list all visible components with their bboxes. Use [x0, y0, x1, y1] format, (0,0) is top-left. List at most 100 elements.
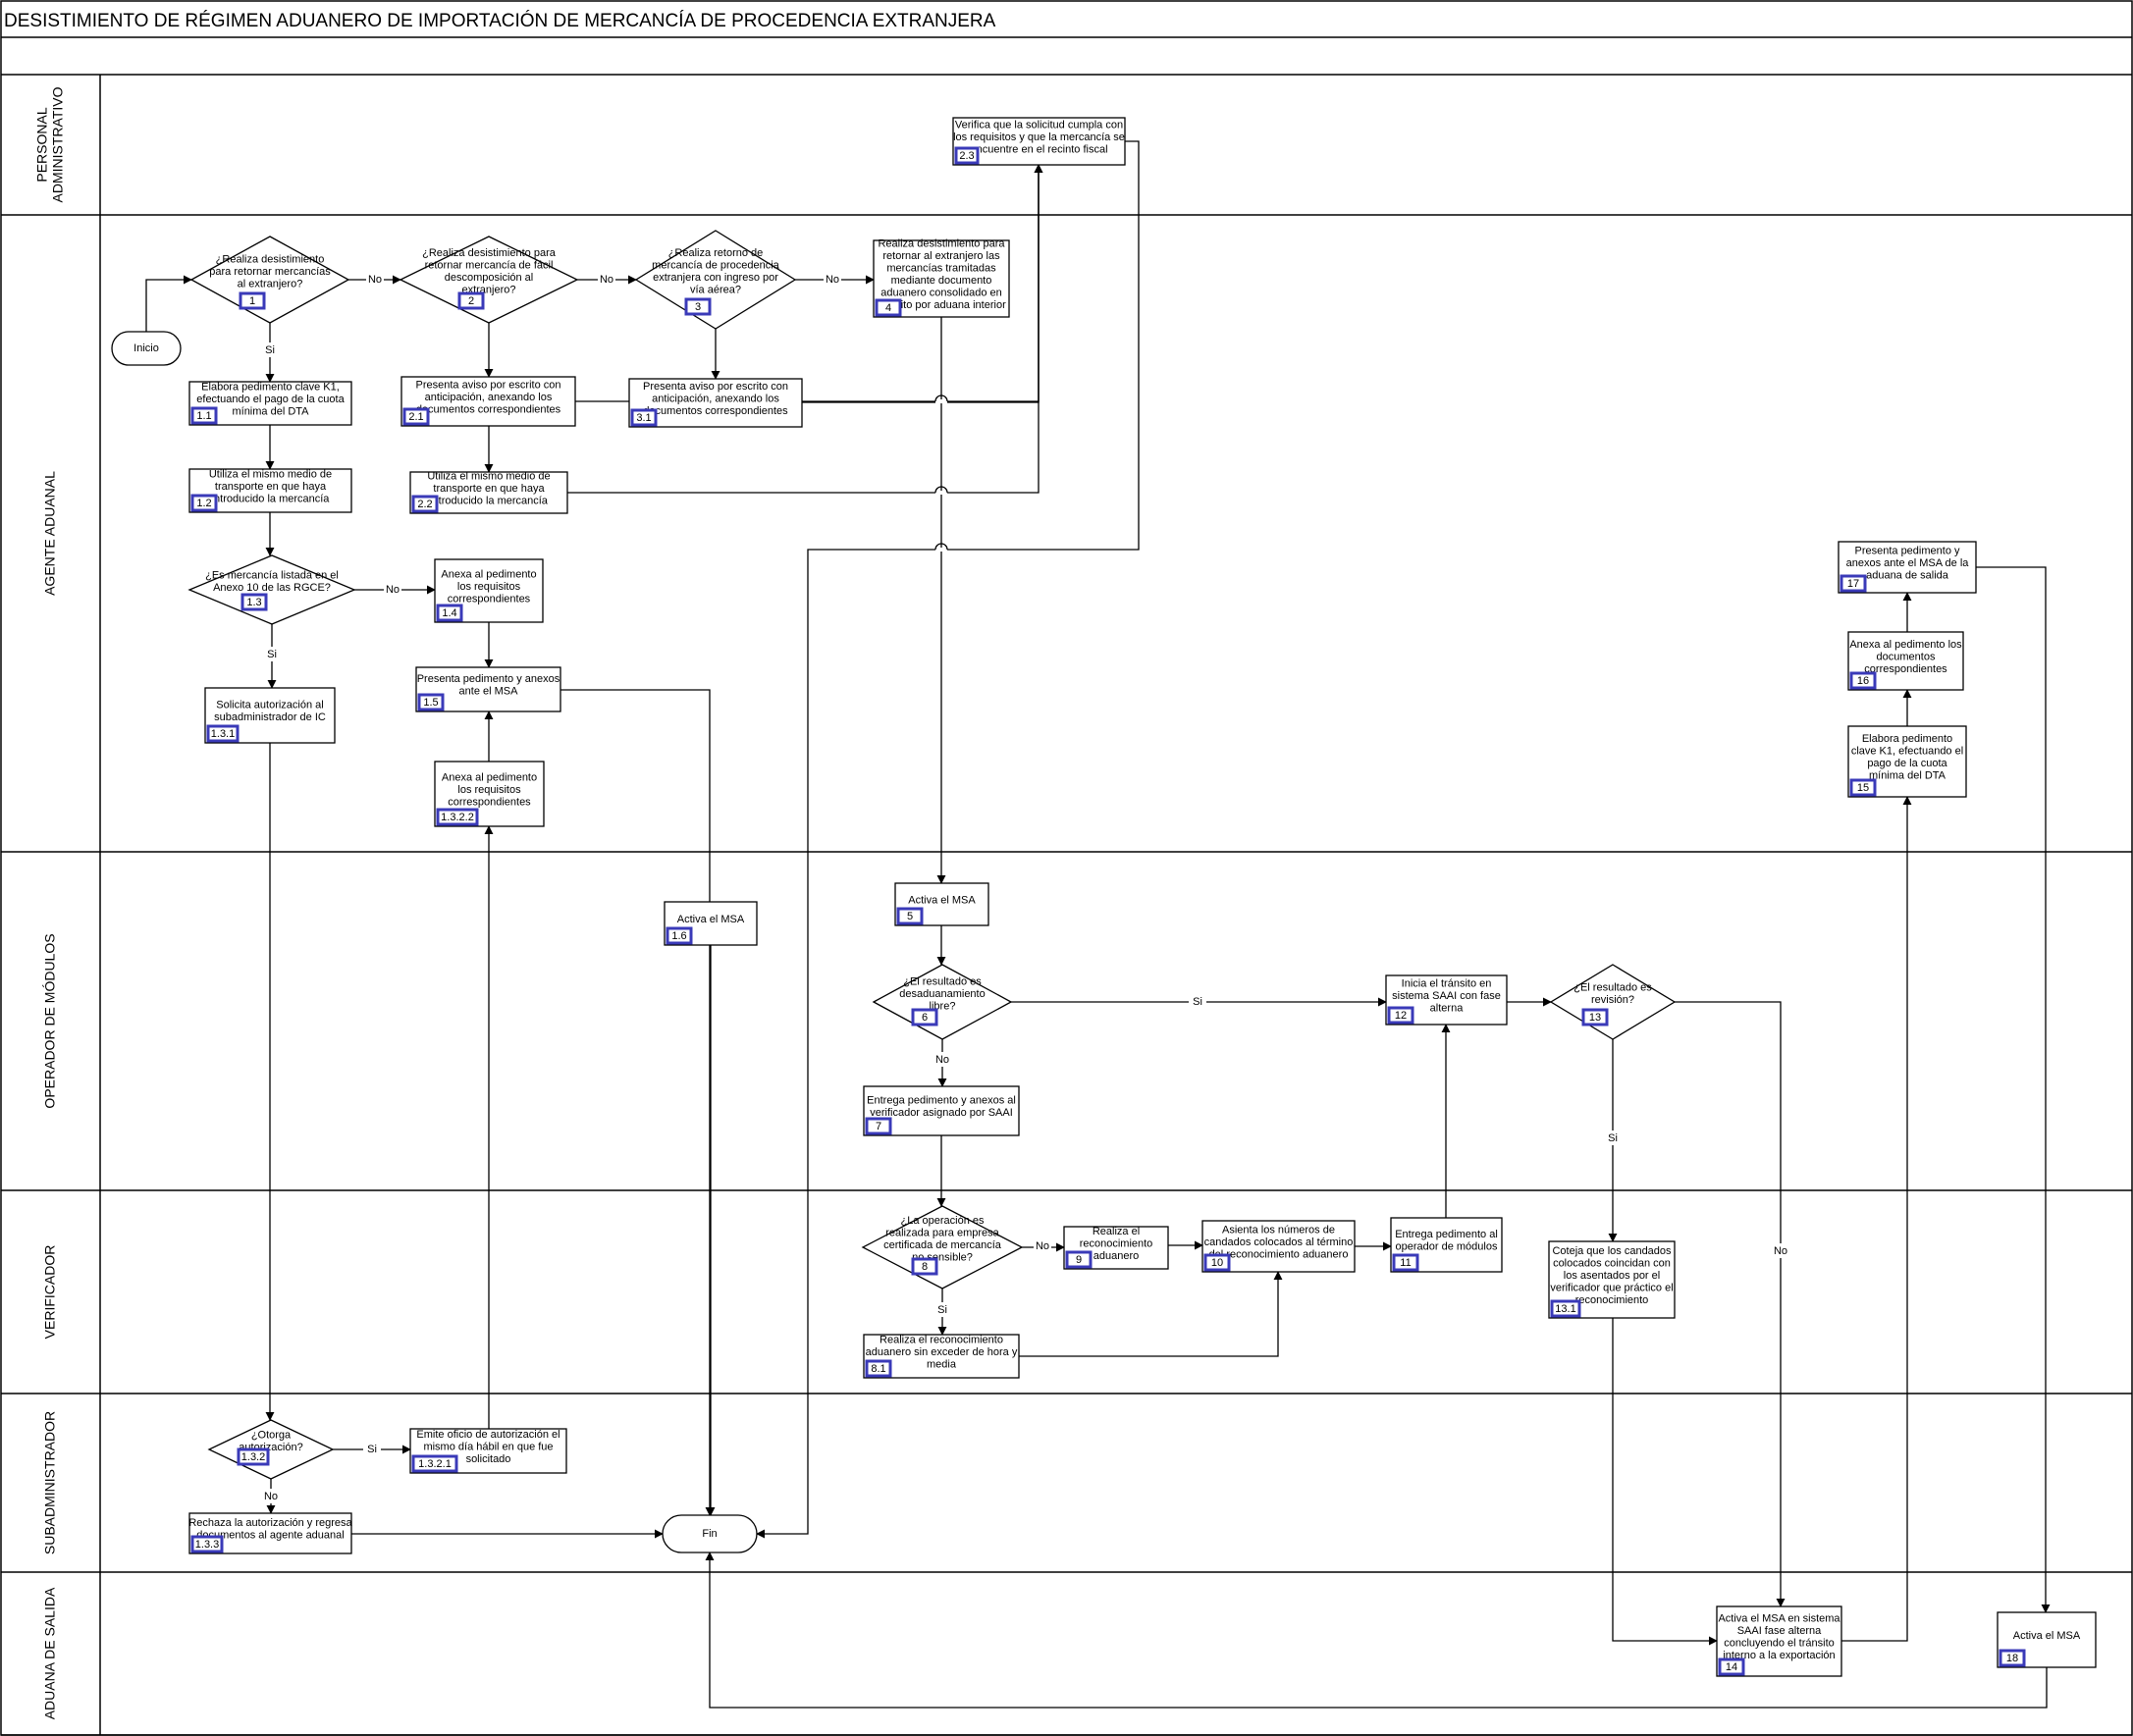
node-p5: Activa el MSA 5 [894, 882, 989, 926]
edge-label-d6-no: No [935, 1054, 949, 1066]
step-number-badge: 3 [684, 297, 712, 316]
node-p23: Verifica que la solicitud cumpla conlos … [952, 117, 1126, 166]
node-text: media [927, 1358, 957, 1370]
node-text: alterna [1430, 1002, 1465, 1014]
step-number-badge: 13 [1581, 1008, 1609, 1026]
connector-arrow [145, 275, 192, 332]
node-text: extranjera con ingreso por [653, 272, 778, 284]
step-number-badge: 1.5 [417, 693, 445, 711]
node-text: del reconocimiento aduanero [1209, 1248, 1349, 1260]
node-text: operador de módulos [1396, 1241, 1498, 1253]
node-text: Asienta los números de [1222, 1224, 1335, 1236]
lane-label: OPERADOR DE MÓDULOS [42, 933, 58, 1108]
node-text: introducido la mercancía [212, 493, 331, 504]
line-hop [934, 486, 948, 494]
node-text: colocados coincidan con [1553, 1257, 1671, 1269]
lane-label: SUBADMINISTRADOR [42, 1411, 58, 1554]
step-number: 1.3.3 [195, 1539, 219, 1551]
step-number-badge: 12 [1387, 1006, 1414, 1025]
node-text: SAAI fase alterna [1737, 1625, 1822, 1637]
lane-as: ADUANA DE SALIDA [42, 1587, 58, 1719]
node-text: Presenta aviso por escrito con [643, 381, 788, 393]
node-text: los asentados por el [1564, 1270, 1660, 1282]
connector-arrow [756, 140, 1140, 1539]
node-text: Inicia el tránsito en [1402, 977, 1492, 989]
step-number-badge: 3.1 [630, 408, 658, 427]
step-number: 15 [1857, 782, 1869, 794]
node-p16: Anexa al pedimento losdocumentoscorrespo… [1847, 631, 1964, 691]
step-number-badge: 1.3.2 [237, 1447, 270, 1466]
node-text: Activa el MSA [908, 894, 976, 906]
node-text: tránsito por aduana interior [877, 299, 1006, 311]
node-text: correspondientes [448, 593, 531, 605]
step-number: 1.3.1 [211, 728, 235, 740]
node-text: ¿La operación es [901, 1215, 985, 1227]
node-text: los requisitos [457, 581, 521, 593]
node-text: ante el MSA [459, 686, 519, 698]
node-text: ¿El resultado es [903, 975, 982, 987]
step-number: 1 [249, 295, 255, 307]
node-text: interno a la exportación [1723, 1650, 1835, 1661]
line-hop [934, 543, 948, 551]
node-text: ¿Realiza desistimiento [216, 253, 325, 265]
node-text: Anexo 10 de las RGCE? [213, 582, 331, 594]
connector-arrow [560, 689, 715, 1516]
node-text: Verifica que la solicitud cumpla con [955, 119, 1123, 131]
step-number: 1.4 [442, 607, 456, 619]
node-p31: Presenta aviso por escrito conanticipaci… [628, 378, 803, 428]
node-text: reconocimiento [1575, 1294, 1649, 1306]
node-p7: Entrega pedimento y anexos alverificador… [863, 1085, 1020, 1136]
step-number: 3.1 [636, 412, 651, 424]
node-text: aduanero consolidado en [880, 288, 1002, 299]
edge-label-d132-no: No [264, 1491, 278, 1502]
node-text: Elabora pedimento clave K1, [201, 381, 340, 393]
node-text: Emite oficio de autorización el [416, 1429, 560, 1441]
node-text: transporte en que haya [433, 483, 545, 495]
step-number: 2.1 [408, 411, 423, 423]
node-p131: Solicita autorización alsubadministrador… [204, 687, 336, 744]
step-number: 6 [922, 1012, 928, 1024]
step-number: 1.3.2.1 [418, 1458, 452, 1470]
edge-label-d132-si: Si [367, 1444, 377, 1455]
step-number: 13 [1589, 1012, 1601, 1024]
node-text: los requisitos y que la mercancía se [953, 132, 1125, 143]
node-text: mercancías tramitadas [886, 263, 996, 275]
step-number-badge: 8 [911, 1257, 938, 1276]
node-text: Entrega pedimento al [1395, 1229, 1498, 1240]
node-text: Realiza el [1093, 1226, 1140, 1237]
node-text: retornar al extranjero las [882, 250, 1000, 262]
node-text: solicitado [466, 1453, 511, 1465]
step-number: 14 [1726, 1661, 1737, 1673]
node-text: clave K1, efectuando el [1851, 746, 1963, 758]
node-text: descomposición al [445, 272, 534, 284]
node-text: anexos ante el MSA de la [1846, 557, 1970, 569]
step-number: 5 [907, 911, 913, 922]
step-number: 2.2 [417, 499, 432, 510]
step-number: 1.6 [671, 930, 686, 942]
node-text: verificador asignado por SAAI [870, 1107, 1013, 1119]
step-number: 10 [1211, 1257, 1223, 1269]
node-text: transporte en que haya [215, 481, 327, 493]
edge-label-d1-si: Si [265, 344, 275, 356]
node-text: reconocimiento [1080, 1237, 1153, 1249]
node-text: desaduanamiento [899, 988, 985, 1000]
lane-om: OPERADOR DE MÓDULOS [42, 933, 58, 1108]
edge-label-d6-si: Si [1193, 996, 1202, 1008]
edge-label-d8-no: No [1036, 1240, 1049, 1252]
node-inicio: Inicio [111, 331, 182, 366]
step-number-badge: 5 [896, 907, 924, 925]
node-text: mediante documento [891, 275, 992, 287]
node-text: aduanero [1093, 1250, 1140, 1262]
node-text: al extranjero? [238, 278, 303, 289]
lane-label: PERSONAL [34, 107, 50, 182]
step-number-badge: 1.6 [666, 926, 693, 945]
node-text: Presenta pedimento y anexos [417, 673, 560, 685]
